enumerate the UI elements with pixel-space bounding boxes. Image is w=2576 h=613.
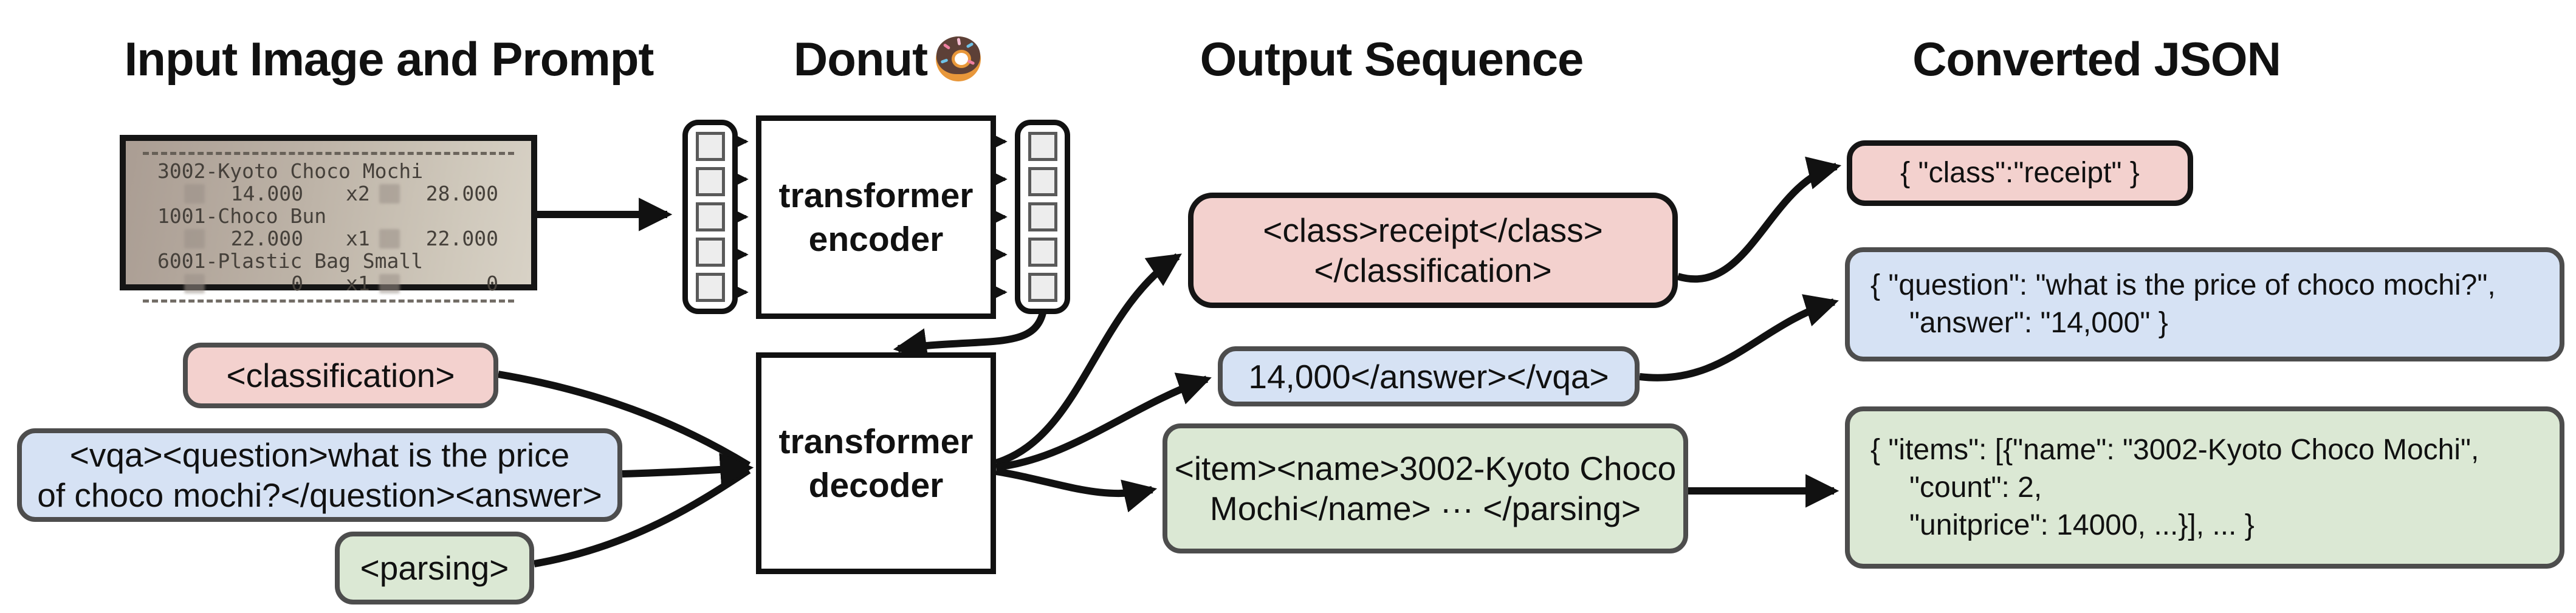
json-vqa: { "question": "what is the price of choc… [1845, 247, 2564, 361]
patch-token [1028, 132, 1057, 161]
input-patch-tokens [682, 120, 738, 314]
redaction-blur [379, 273, 400, 293]
receipt-divider-top [143, 152, 514, 155]
prompt-classification-text: <classification> [226, 357, 455, 394]
receipt-price: 14.000 [230, 182, 303, 205]
output-parsing-line2: Mochi</name> ··· </parsing> [1209, 490, 1641, 527]
json-parsing-line1: { "items": [{"name": "3002-Kyoto Choco M… [1870, 433, 2479, 466]
receipt-qty: x2 [346, 182, 370, 205]
prompt-classification: <classification> [183, 343, 498, 408]
receipt-qty: x1 [346, 272, 370, 295]
json-vqa-line1: { "question": "what is the price of choc… [1870, 269, 2496, 301]
receipt-qty: x1 [346, 227, 370, 250]
receipt-item-name: 1001-Choco Bun [157, 204, 327, 228]
redaction-blur [379, 228, 400, 248]
encoded-patch-tokens [1015, 120, 1070, 314]
transformer-encoder-box: transformer encoder [756, 115, 996, 319]
model-title-text: Donut [793, 32, 928, 86]
output-classification-line2: </classification> [1314, 252, 1552, 289]
json-parsing-line3: "unitprice": 14000, ...}], ... } [1909, 509, 2255, 541]
output-parsing-line1: <item><name>3002-Kyoto Choco [1174, 450, 1677, 487]
redaction-blur [379, 183, 400, 204]
model-column-title: Donut [717, 32, 1057, 87]
receipt-divider-bottom [143, 300, 514, 303]
decoder-label-line2: decoder [808, 465, 944, 505]
json-parsing: { "items": [{"name": "3002-Kyoto Choco M… [1845, 406, 2564, 569]
prompt-vqa: <vqa><question>what is the price of choc… [17, 428, 622, 522]
redaction-blur [184, 183, 205, 204]
receipt-image: 3002-Kyoto Choco Mochi 14.000 x2 28.000 … [120, 135, 537, 303]
patch-token [695, 167, 725, 196]
prompt-vqa-line1: <vqa><question>what is the price [69, 436, 570, 474]
receipt-item-name: 3002-Kyoto Choco Mochi [157, 159, 424, 183]
json-classification: { "class":"receipt" } [1847, 140, 2193, 206]
receipt-price: 0 [291, 272, 303, 295]
patch-token [1028, 167, 1057, 196]
input-column-title: Input Image and Prompt [124, 32, 654, 86]
receipt-item-row: 22.000 x1 22.000 [142, 227, 515, 250]
receipt-total: 0 [486, 272, 498, 295]
output-column-title: Output Sequence [1200, 32, 1584, 86]
patch-token [695, 273, 725, 302]
receipt-item-row: 14.000 x2 28.000 [142, 182, 515, 205]
receipt-total: 22.000 [425, 227, 498, 250]
receipt-price: 22.000 [230, 227, 303, 250]
patch-token [1028, 202, 1057, 231]
output-classification-line1: <class>receipt</class> [1263, 211, 1603, 249]
output-classification: <class>receipt</class> </classification> [1188, 193, 1678, 308]
json-vqa-line2: "answer": "14,000" } [1909, 307, 2168, 339]
donut-emoji-icon [936, 36, 981, 81]
patch-token [695, 132, 725, 161]
prompt-parsing-text: <parsing> [360, 549, 509, 587]
encoder-label-line1: transformer [778, 176, 974, 215]
encoder-label-line2: encoder [808, 219, 944, 259]
json-parsing-line2: "count": 2, [1909, 471, 2042, 504]
output-vqa: 14,000</answer></vqa> [1218, 346, 1640, 406]
receipt-item-name: 6001-Plastic Bag Small [157, 249, 424, 273]
json-classification-line1: { "class":"receipt" } [1900, 157, 2140, 189]
prompt-vqa-line2: of choco mochi?</question><answer> [37, 476, 602, 514]
output-parsing: <item><name>3002-Kyoto Choco Mochi</name… [1163, 423, 1688, 553]
redaction-blur [184, 273, 205, 293]
redaction-blur [184, 228, 205, 248]
transformer-decoder-box: transformer decoder [756, 352, 996, 574]
patch-token [1028, 238, 1057, 267]
patch-token [1028, 273, 1057, 302]
patch-token [695, 202, 725, 231]
decoder-label-line1: transformer [778, 422, 974, 461]
receipt-total: 28.000 [425, 182, 498, 205]
prompt-parsing: <parsing> [335, 532, 534, 604]
output-vqa-line1: 14,000</answer></vqa> [1248, 357, 1609, 396]
patch-token [695, 238, 725, 267]
receipt-item-row: 0 x1 0 [142, 272, 515, 295]
json-column-title: Converted JSON [1912, 32, 2281, 86]
